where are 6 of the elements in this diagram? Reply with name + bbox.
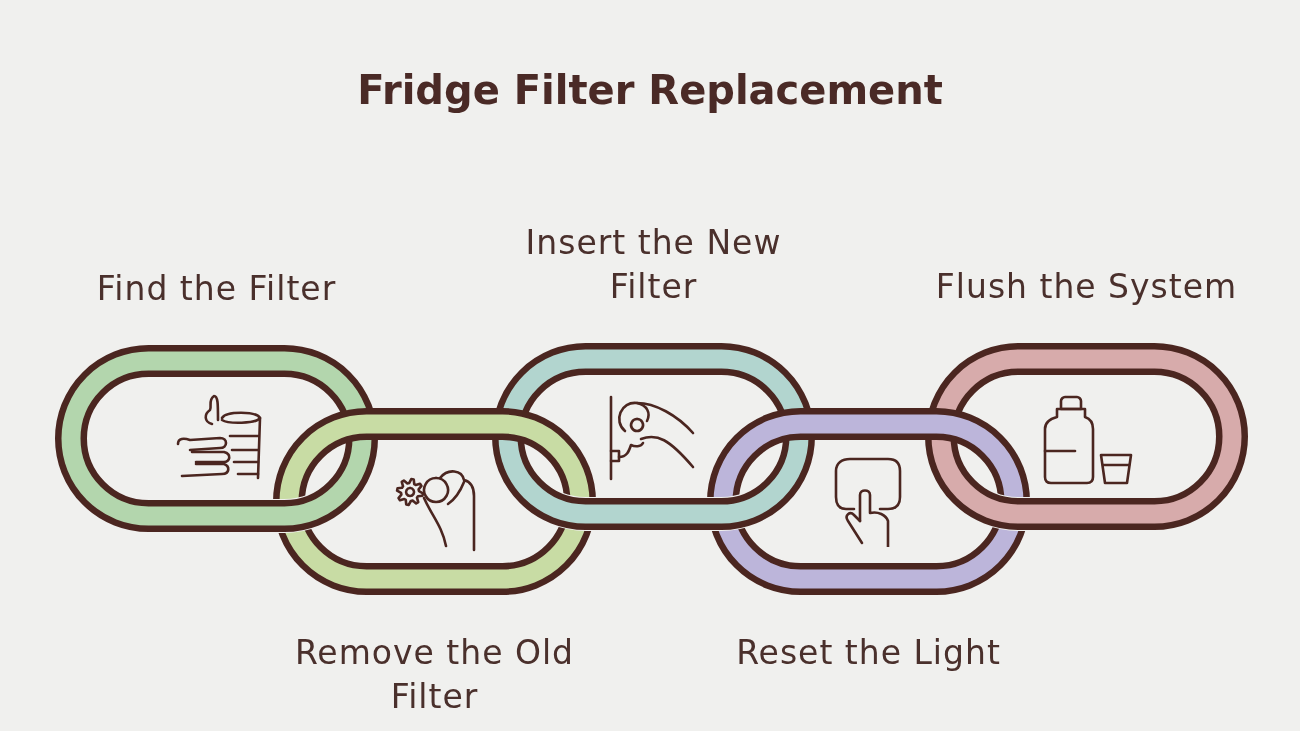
step-label: Insert the New Filter bbox=[524, 222, 783, 308]
step-label: Remove the Old Filter bbox=[293, 632, 576, 718]
step-label: Reset the Light bbox=[735, 632, 1002, 674]
step-label: Flush the System bbox=[934, 266, 1239, 308]
diagram-title: Fridge Filter Replacement bbox=[356, 66, 944, 114]
step-label: Find the Filter bbox=[95, 268, 338, 310]
